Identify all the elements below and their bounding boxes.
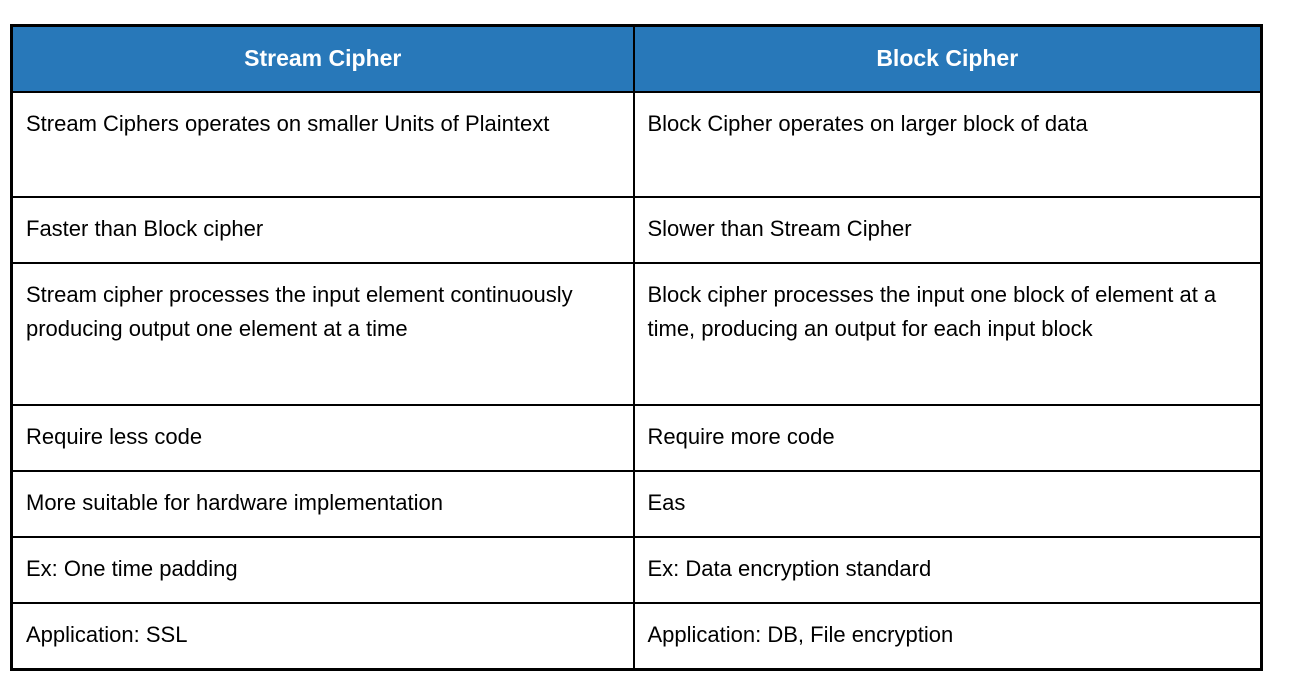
table-row: Stream cipher processes the input elemen…: [10, 261, 1263, 406]
cell-stream-processing: Stream cipher processes the input elemen…: [10, 261, 635, 406]
cipher-comparison-table: Stream Cipher Block Cipher Stream Cipher…: [10, 24, 1263, 671]
cell-block-example: Ex: Data encryption standard: [632, 535, 1263, 604]
cell-stream-hardware: More suitable for hardware implementatio…: [10, 469, 635, 538]
table-row: Application: SSL Application: DB, File e…: [10, 601, 1263, 671]
cell-stream-speed: Faster than Block cipher: [10, 195, 635, 264]
table-row: More suitable for hardware implementatio…: [10, 469, 1263, 538]
cell-block-speed: Slower than Stream Cipher: [632, 195, 1263, 264]
cell-block-hardware: Eas: [632, 469, 1263, 538]
cell-block-processing: Block cipher processes the input one blo…: [632, 261, 1263, 406]
cell-block-units: Block Cipher operates on larger block of…: [632, 90, 1263, 198]
cell-block-code: Require more code: [632, 403, 1263, 472]
table-row: Ex: One time padding Ex: Data encryption…: [10, 535, 1263, 604]
column-header-stream-cipher: Stream Cipher: [10, 24, 635, 93]
cell-stream-application: Application: SSL: [10, 601, 635, 671]
cell-stream-units: Stream Ciphers operates on smaller Units…: [10, 90, 635, 198]
cell-stream-code: Require less code: [10, 403, 635, 472]
table-row: Stream Ciphers operates on smaller Units…: [10, 90, 1263, 198]
cell-block-application: Application: DB, File encryption: [632, 601, 1263, 671]
header-row: Stream Cipher Block Cipher: [10, 24, 1263, 93]
table-row: Faster than Block cipher Slower than Str…: [10, 195, 1263, 264]
column-header-block-cipher: Block Cipher: [632, 24, 1263, 93]
cell-stream-example: Ex: One time padding: [10, 535, 635, 604]
table-row: Require less code Require more code: [10, 403, 1263, 472]
